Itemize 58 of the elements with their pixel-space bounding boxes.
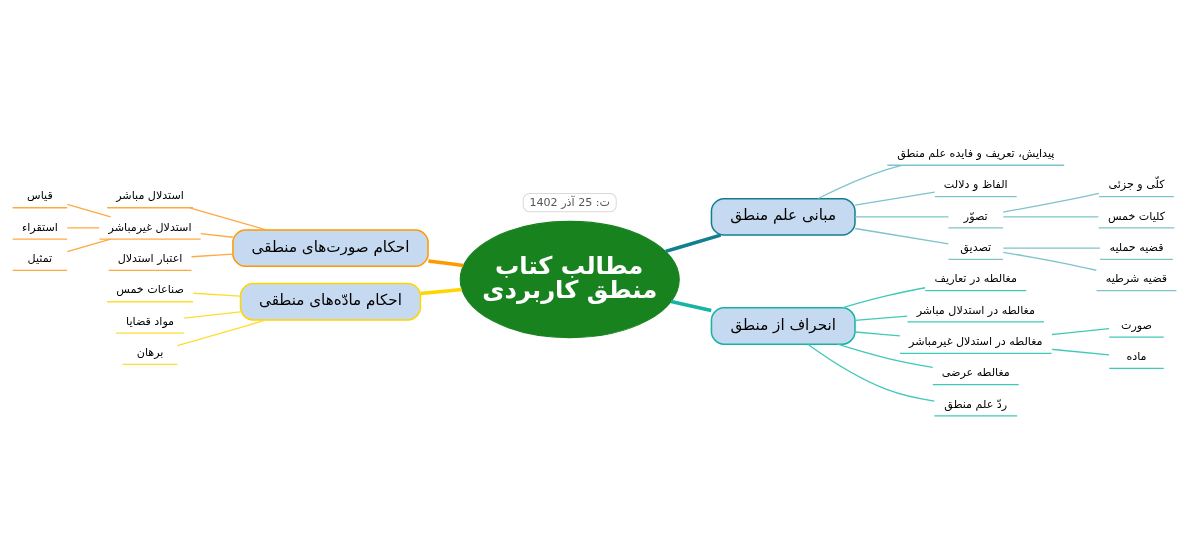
node-text: قضیه حملیه bbox=[1109, 241, 1164, 254]
node-text: تمثیل bbox=[27, 252, 53, 266]
connector bbox=[1051, 328, 1110, 336]
connector bbox=[854, 227, 950, 245]
node-text: مغالطه در استدلال غیرمباشر bbox=[909, 335, 1043, 348]
node-box: مبانی علم منطق bbox=[710, 197, 856, 236]
connector bbox=[192, 292, 242, 297]
node-box: انحراف از منطق bbox=[710, 307, 856, 345]
node-text: تصدیق bbox=[960, 241, 992, 254]
connector bbox=[665, 233, 722, 254]
connector bbox=[670, 299, 712, 313]
connector bbox=[817, 164, 903, 200]
connector bbox=[190, 253, 234, 258]
node-text: استدلال مباشر bbox=[116, 189, 184, 203]
node-text: مغالطه در استدلال مباشر bbox=[916, 303, 1035, 317]
node-text: کلّی و جزئی bbox=[1108, 178, 1165, 192]
node-text: الفاظ و دلالت bbox=[943, 178, 1008, 192]
connector bbox=[189, 207, 267, 231]
connector bbox=[176, 319, 268, 347]
node-text: کلیات خمس bbox=[1107, 209, 1166, 223]
connector bbox=[854, 331, 901, 337]
node-text: استقراء bbox=[21, 220, 58, 234]
connector bbox=[854, 191, 936, 206]
node-text: استدلال غیرمباشر bbox=[108, 220, 192, 234]
node-box: احکام مادّه‌های منطقی bbox=[239, 282, 422, 321]
node-text: ردّ علم منطق bbox=[944, 397, 1008, 411]
connector bbox=[1002, 192, 1100, 213]
connector bbox=[1002, 216, 1100, 218]
node-text: مغالطه در تعاریف bbox=[934, 272, 1017, 286]
connector bbox=[183, 311, 242, 319]
connector bbox=[836, 343, 934, 369]
node-box: احکام صورت‌های منطقی bbox=[232, 229, 429, 268]
node-text: ماده bbox=[1126, 350, 1147, 364]
connector bbox=[200, 232, 234, 238]
node-text: پیدایش، تعریف و فایده علم منطق bbox=[897, 146, 1055, 160]
connector bbox=[854, 216, 950, 218]
connector bbox=[66, 227, 100, 229]
node-text: صناعات خمس bbox=[116, 283, 184, 297]
connector bbox=[66, 238, 112, 253]
connector bbox=[428, 259, 464, 268]
connector bbox=[1002, 247, 1101, 249]
node-text: اعتبار استدلال bbox=[117, 252, 183, 266]
node-text: قیاس bbox=[27, 189, 53, 203]
connector bbox=[1002, 251, 1097, 271]
node-text: مغالطه عرضی bbox=[941, 366, 1010, 380]
connector bbox=[841, 287, 926, 309]
node-text: صورت bbox=[1120, 318, 1152, 332]
connector bbox=[854, 315, 908, 321]
node-text: برهان bbox=[136, 346, 164, 360]
node-text: مواد قضایا bbox=[126, 314, 175, 328]
node-ellipse: مطالب کتاب منطق کاربردی bbox=[459, 220, 680, 339]
connector bbox=[66, 203, 112, 218]
connector bbox=[807, 343, 935, 402]
node-box: ت: 25 آذر 1402 bbox=[522, 193, 617, 213]
connector bbox=[420, 287, 462, 296]
connector bbox=[1051, 348, 1110, 356]
node-text: قضیه شرطیه bbox=[1105, 272, 1168, 286]
node-text: تصوّر bbox=[963, 209, 988, 223]
